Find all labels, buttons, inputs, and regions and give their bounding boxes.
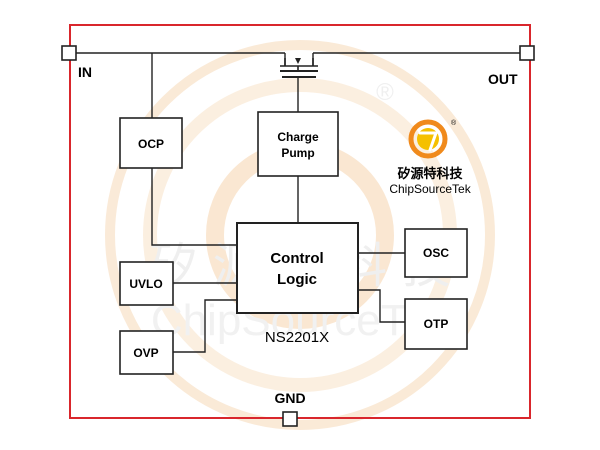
block-ovp-label: OVP xyxy=(133,346,158,360)
block-control-label-1: Control xyxy=(270,250,323,267)
block-otp xyxy=(404,298,468,350)
block-control-logic xyxy=(236,222,359,314)
pin-gnd xyxy=(282,411,298,427)
logo-english: ChipSourceTek xyxy=(389,182,471,196)
block-uvlo-label: UVLO xyxy=(129,277,162,291)
block-charge-pump-label-2: Pump xyxy=(281,146,314,160)
logo-mark xyxy=(418,131,439,152)
block-ovp xyxy=(119,330,174,375)
mosfet-switch xyxy=(280,58,318,78)
mosfet-arrow xyxy=(295,58,301,64)
wiring xyxy=(76,52,520,353)
logo-chinese: 矽源特科技 xyxy=(397,166,463,182)
block-otp-label: OTP xyxy=(424,317,449,331)
block-osc-label: OSC xyxy=(423,246,449,260)
block-control-label-2: Logic xyxy=(277,271,317,288)
pin-out xyxy=(519,45,535,61)
logo-ring-outer xyxy=(408,119,448,159)
chip-outline xyxy=(69,24,531,419)
block-osc xyxy=(404,228,468,278)
logo-registered: ® xyxy=(451,119,457,127)
block-uvlo xyxy=(119,261,174,306)
part-number: NS2201X xyxy=(265,329,329,346)
pin-out-label: OUT xyxy=(488,71,518,87)
watermark-registered: ® xyxy=(376,79,394,106)
pin-gnd-label: GND xyxy=(274,390,305,406)
wire-control-otp xyxy=(358,289,405,323)
block-ocp xyxy=(119,117,183,169)
block-charge-pump-label-1: Charge xyxy=(277,130,319,144)
wire-ovp-control xyxy=(173,299,237,353)
pin-in xyxy=(61,45,77,61)
logo-core xyxy=(417,128,439,150)
pin-in-label: IN xyxy=(78,64,92,80)
watermark-ring-outer xyxy=(105,40,495,430)
wire-ocp-control xyxy=(151,168,237,246)
blocks xyxy=(119,111,468,375)
block-charge-pump xyxy=(257,111,339,177)
block-ocp-label: OCP xyxy=(138,137,164,151)
company-logo: ® 矽源特科技 ChipSourceTek xyxy=(389,119,471,196)
